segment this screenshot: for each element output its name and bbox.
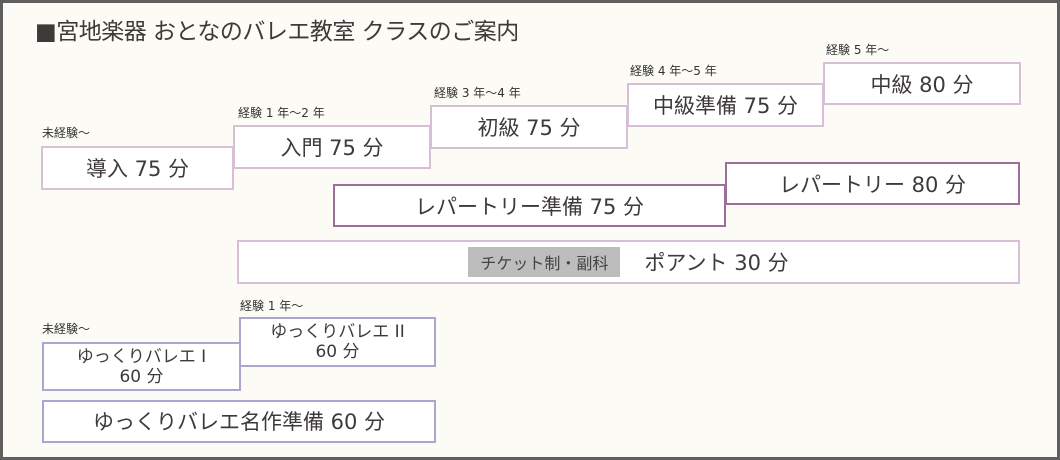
class-slow-masterpiece: ゆっくりバレエ名作準備 60 分 <box>42 400 436 443</box>
class-intermediate: 中級 80 分 <box>823 62 1021 105</box>
class-pointe: チケット制・副科 ポアント 30 分 <box>237 240 1020 284</box>
class-pre-intermediate: 中級準備 75 分 <box>627 83 824 127</box>
class-label: 未経験～ <box>42 126 91 140</box>
slow-1-duration: 60 分 <box>119 366 164 387</box>
class-label: 未経験～ <box>42 322 91 336</box>
slow-2-duration: 60 分 <box>315 342 360 362</box>
pointe-name: ポアント 30 分 <box>644 251 789 275</box>
page-title: ■宮地楽器 おとなのバレエ教室 クラスのご案内 <box>35 19 519 45</box>
class-beginner: 入門 75 分 <box>233 125 431 169</box>
ticket-tag: チケット制・副科 <box>468 247 621 277</box>
class-repertoire-prep: レパートリー準備 75 分 <box>333 184 726 227</box>
class-elementary: 初級 75 分 <box>430 105 628 149</box>
class-label: 経験 1 年～ <box>240 299 304 313</box>
class-label: 経験 4 年～5 年 <box>630 64 717 78</box>
class-label: 経験 1 年～2 年 <box>238 106 325 120</box>
class-repertoire: レパートリー 80 分 <box>725 162 1020 205</box>
class-label: 経験 5 年～ <box>826 43 890 57</box>
slow-1-name: ゆっくりバレエ I <box>76 346 207 367</box>
slow-2-name: ゆっくりバレエ II <box>270 322 405 342</box>
class-intro: 導入 75 分 <box>41 146 234 190</box>
class-label: 経験 3 年～4 年 <box>434 86 521 100</box>
